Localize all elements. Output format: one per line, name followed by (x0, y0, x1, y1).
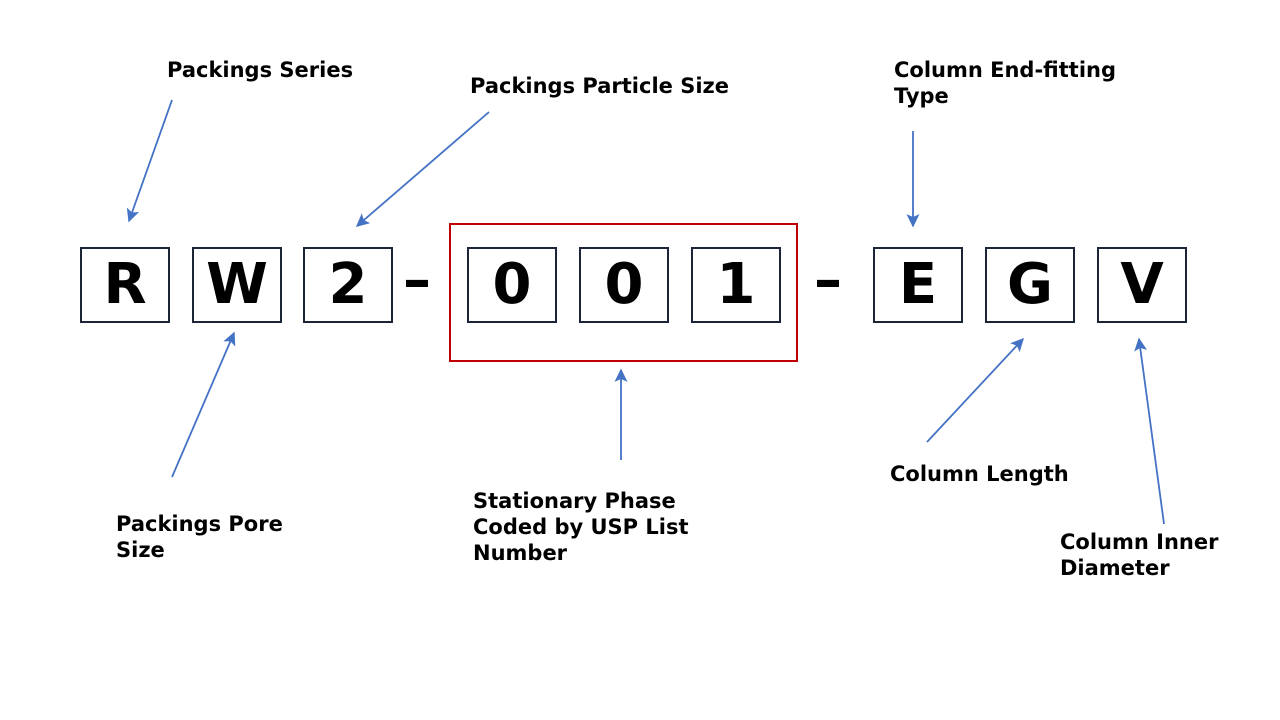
callout-stationary-phase: Stationary Phase Coded by USP List Numbe… (473, 489, 689, 565)
box-0-first[interactable]: 0 (467, 247, 557, 323)
box-1-label: 1 (716, 252, 756, 317)
arrow-packings-pore-size (171, 331, 236, 478)
box-w[interactable]: W (192, 247, 282, 323)
arrow-packings-particle-size (355, 111, 490, 227)
box-e[interactable]: E (873, 247, 963, 323)
callout-column-length: Column Length (890, 462, 1069, 486)
box-g-label: G (1007, 252, 1053, 317)
callout-packings-series: Packings Series (167, 58, 354, 82)
callout-packings-particle-size: Packings Particle Size (470, 74, 729, 98)
box-2[interactable]: 2 (303, 247, 393, 323)
box-0-second-label: 0 (604, 252, 644, 317)
box-2-label: 2 (328, 252, 368, 317)
box-1[interactable]: 1 (691, 247, 781, 323)
arrow-column-length (926, 337, 1024, 443)
callout-packings-pore-size: Packings Pore Size (116, 512, 283, 562)
separator-dash-1: – (403, 248, 431, 313)
box-e-label: E (898, 252, 938, 317)
box-0-first-label: 0 (492, 252, 532, 317)
arrow-column-inner-diameter (1134, 337, 1165, 525)
usp-group-highlight (449, 223, 798, 362)
box-r-label: R (103, 252, 147, 317)
separator-dash-2: – (814, 248, 842, 313)
box-g[interactable]: G (985, 247, 1075, 323)
callout-column-end-fitting-type: Column End-fitting Type (894, 58, 1116, 108)
box-r[interactable]: R (80, 247, 170, 323)
arrow-packings-series (126, 99, 173, 223)
box-v[interactable]: V (1097, 247, 1187, 323)
box-w-label: W (206, 252, 268, 317)
box-v-label: V (1120, 252, 1164, 317)
box-0-second[interactable]: 0 (579, 247, 669, 323)
callout-column-inner-diameter: Column Inner Diameter (1060, 530, 1219, 580)
